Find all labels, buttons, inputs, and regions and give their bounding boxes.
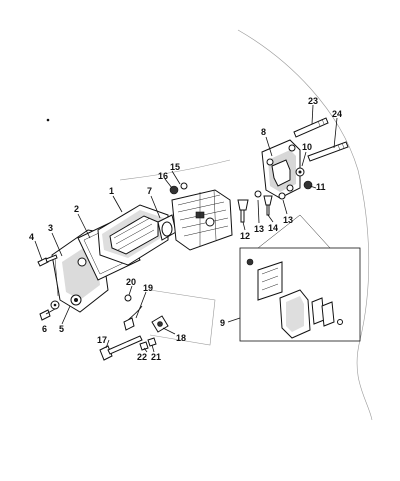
callout-14: 14	[268, 223, 278, 233]
stray-dot	[46, 118, 50, 122]
screw-part-6	[39, 309, 51, 321]
callout-24: 24	[332, 109, 342, 119]
callout-1: 1	[109, 186, 114, 196]
screw-part-12	[237, 199, 249, 223]
leader-lines	[34, 104, 338, 353]
callout-13b: 13	[283, 215, 293, 225]
callout-11: 11	[316, 182, 326, 192]
callout-13a: 13	[254, 224, 264, 234]
reed-valve-detail-box	[239, 214, 361, 342]
background-outline-lower	[356, 339, 373, 421]
callout-15: 15	[170, 162, 180, 172]
spacer-part	[157, 214, 177, 241]
callout-20: 20	[126, 277, 136, 287]
washer-part-15	[180, 182, 188, 190]
callout-21: 21	[151, 352, 161, 362]
callout-19: 19	[143, 283, 153, 293]
callout-6: 6	[42, 324, 47, 334]
carburetor-body	[171, 189, 233, 251]
callout-22: 22	[137, 352, 147, 362]
washer-part-13b	[278, 192, 286, 200]
filter-housing-part	[97, 204, 169, 266]
clip-part-19	[123, 305, 143, 331]
washer-part-5	[50, 300, 60, 310]
washer-part-20	[124, 294, 132, 302]
screw-part-4	[37, 254, 58, 267]
washer-part-13a	[254, 190, 262, 198]
callout-16: 16	[158, 171, 168, 181]
callout-4: 4	[29, 232, 34, 242]
callout-3: 3	[48, 223, 53, 233]
callout-labels: 1 2 3 4 5 6 7 8 9 10 11 12 13 13 14 15 1…	[29, 96, 342, 362]
washer-part-10	[295, 167, 305, 177]
reed-block-part	[261, 139, 301, 199]
background-outline-upper	[237, 29, 370, 341]
callout-5: 5	[59, 324, 64, 334]
callout-9: 9	[220, 318, 225, 328]
callout-10: 10	[302, 142, 312, 152]
background-outline-left	[119, 159, 231, 181]
screw-part-21	[147, 337, 157, 347]
callout-18: 18	[176, 333, 186, 343]
callout-23: 23	[308, 96, 318, 106]
nut-part-11	[303, 180, 313, 190]
fitting-part-18	[151, 315, 169, 333]
callout-8: 8	[261, 127, 266, 137]
stud-part-23	[293, 117, 329, 138]
lower-bracket-outline	[149, 289, 216, 346]
screw-part-14	[263, 195, 273, 216]
stud-part-24	[307, 141, 349, 162]
callout-7: 7	[147, 186, 152, 196]
callout-2: 2	[74, 204, 79, 214]
screw-part-22	[139, 341, 149, 351]
bolt-part-17	[99, 335, 143, 361]
callout-17: 17	[97, 335, 107, 345]
callout-12: 12	[240, 231, 250, 241]
